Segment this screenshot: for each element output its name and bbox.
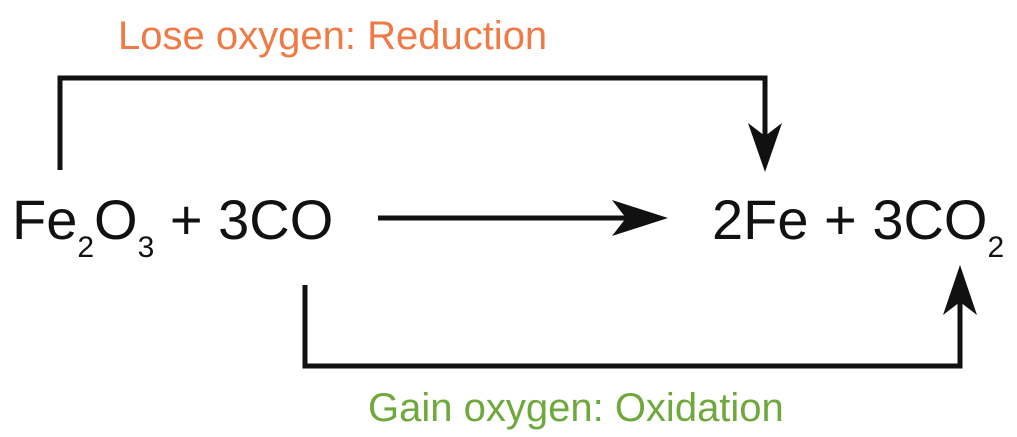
products-plus: +	[808, 188, 873, 251]
carbon-monoxide: 3CO	[218, 188, 334, 251]
oxygen-subscript: 3	[137, 231, 155, 264]
reduction-label: Lose oxygen: Reduction	[118, 14, 548, 58]
iron-subscript: 2	[77, 231, 95, 264]
iron-symbol: Fe	[12, 188, 78, 251]
oxidation-label: Gain oxygen: Oxidation	[368, 386, 784, 430]
products-formula: 2Fe + 3CO2	[712, 192, 1004, 263]
reactants-plus: +	[154, 188, 219, 251]
oxygen-symbol: O	[94, 188, 138, 251]
reaction-arrowhead	[612, 200, 668, 236]
reactants-formula: Fe2O3 + 3CO	[12, 192, 333, 263]
carbon-dioxide-subscript: 2	[987, 231, 1005, 264]
carbon-dioxide: 3CO	[872, 188, 988, 251]
reduction-arrowhead	[748, 123, 782, 172]
oxidation-bracket-line	[302, 285, 963, 369]
oxidation-arrowhead	[943, 265, 977, 315]
iron-product: 2Fe	[712, 188, 809, 251]
reduction-bracket-line	[57, 75, 768, 170]
